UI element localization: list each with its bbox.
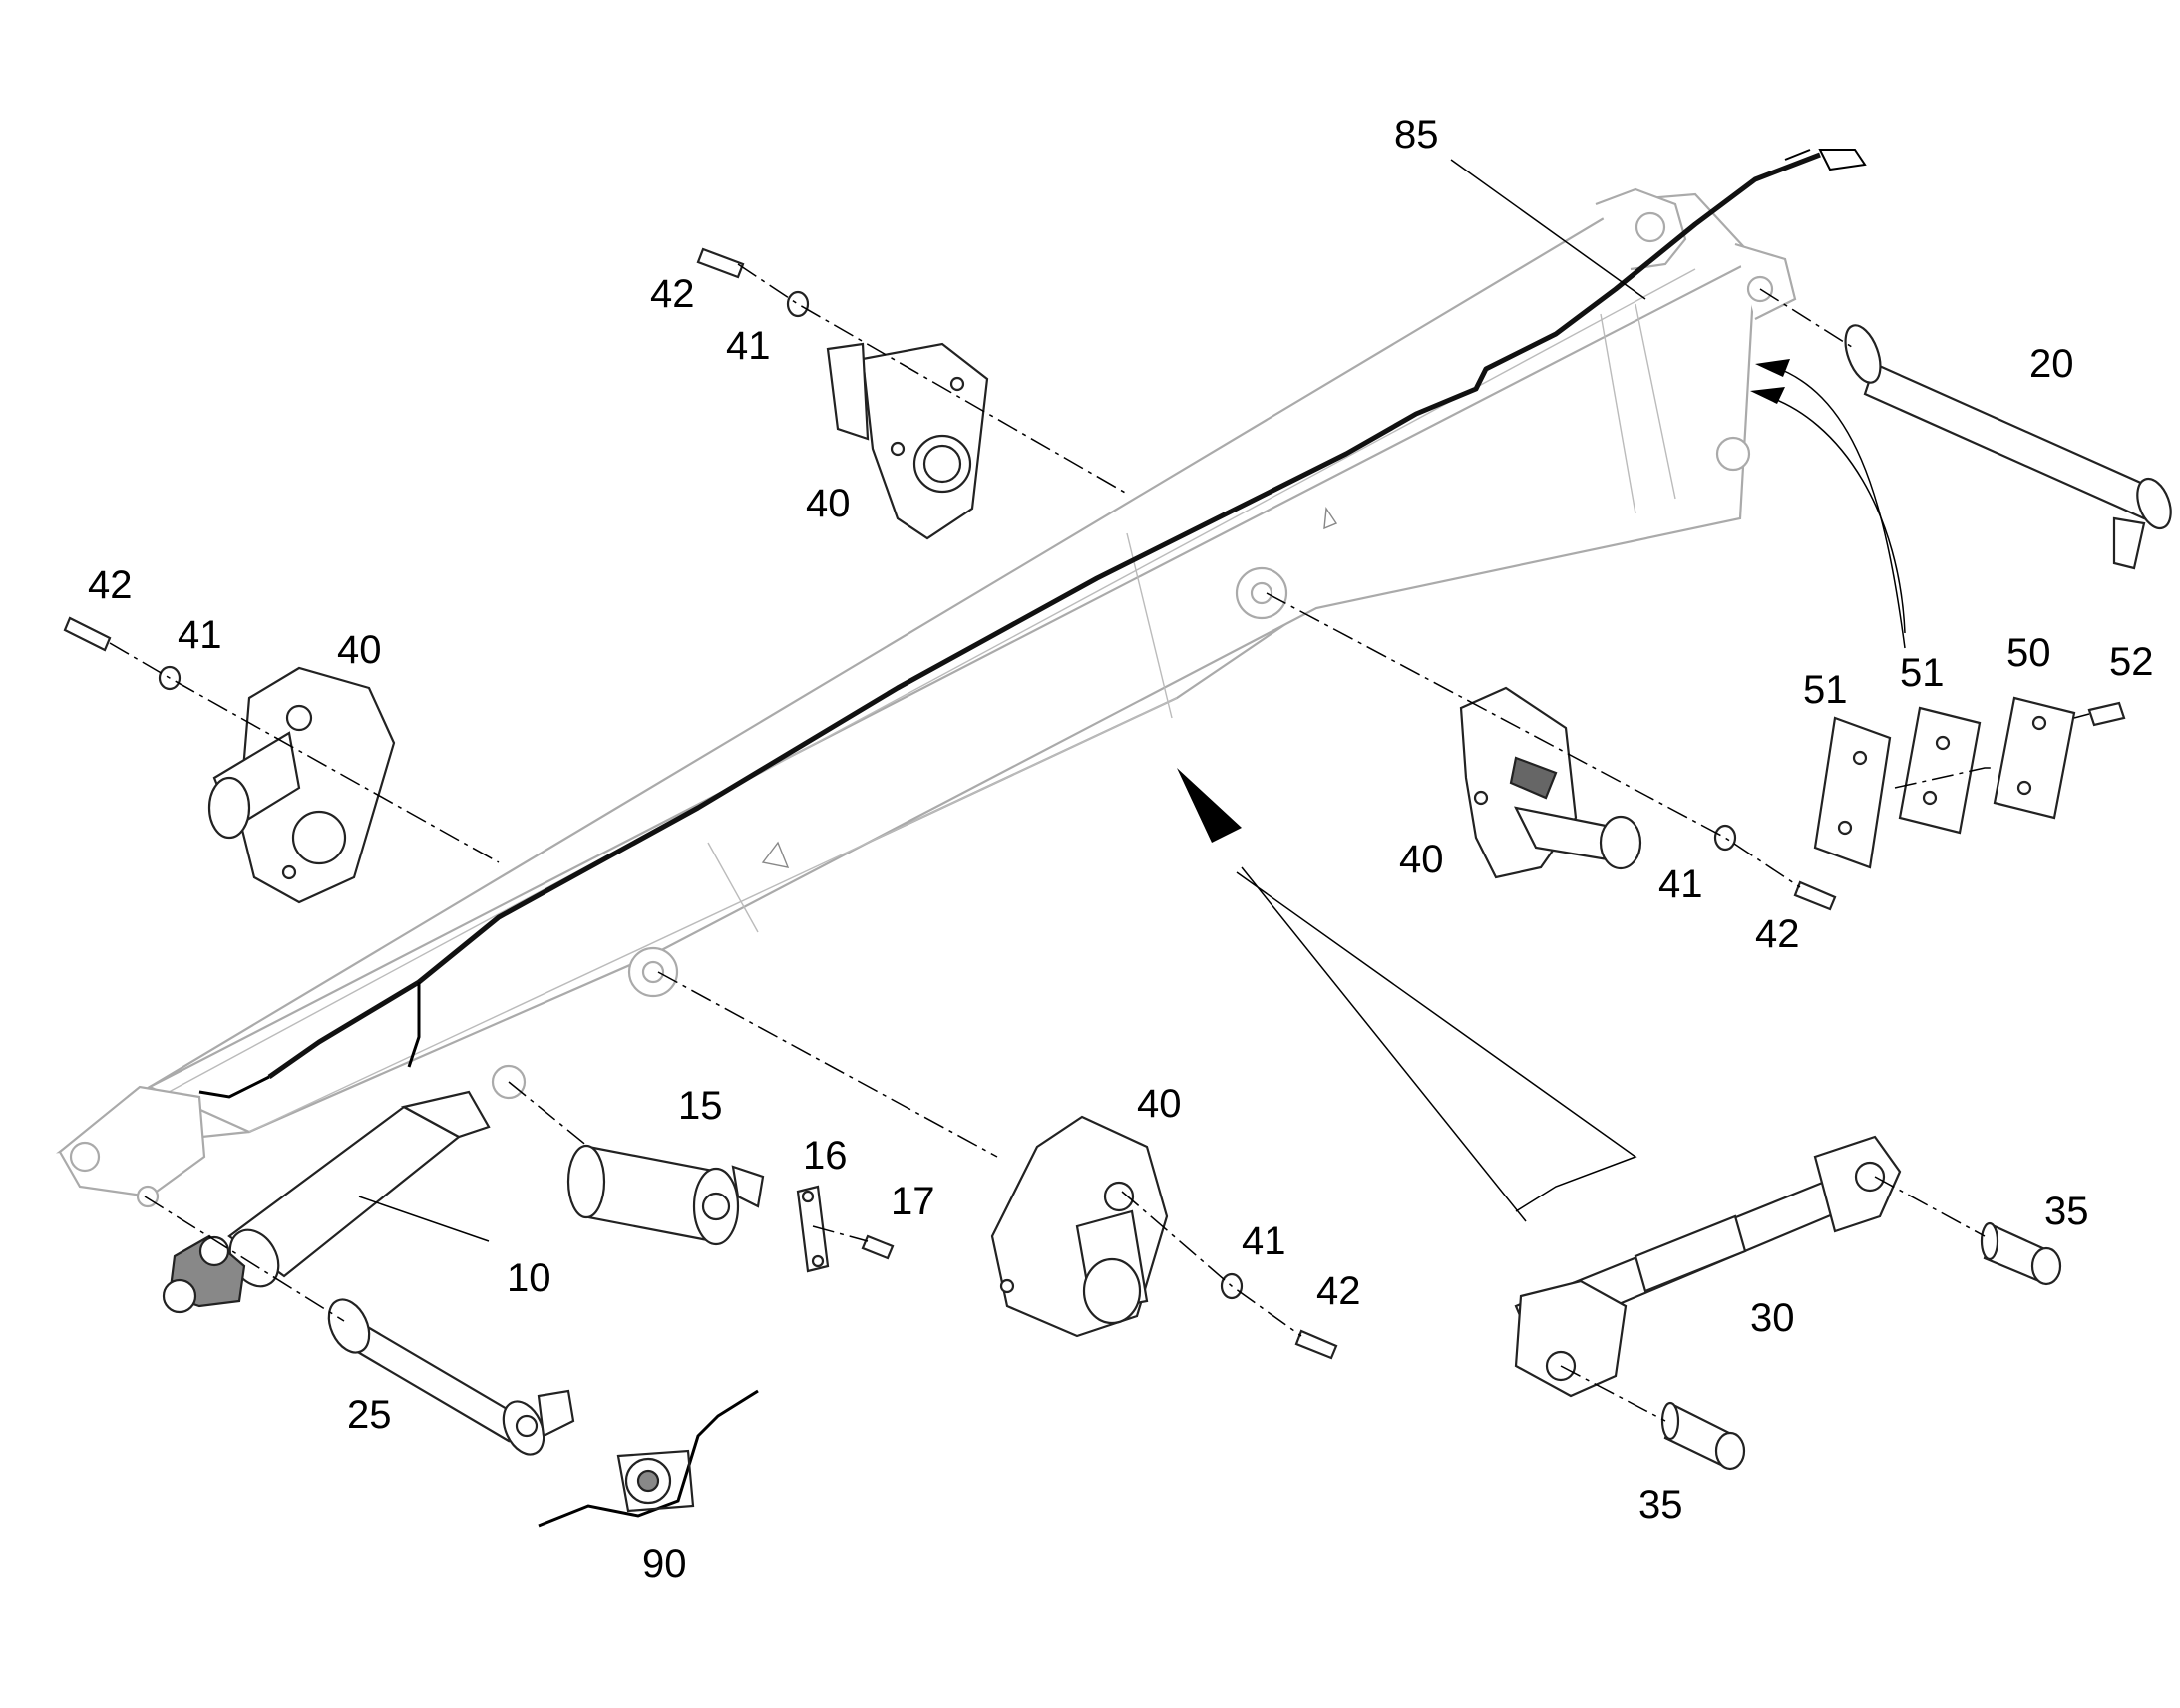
callout-15: 15: [678, 1084, 723, 1128]
washer-41-top: [786, 290, 810, 318]
callout-20: 20: [2029, 342, 2074, 386]
assembly-lines: [109, 263, 2090, 1422]
shim-51-a: [1813, 716, 1892, 869]
pin-25: [327, 1298, 575, 1456]
view-arrow: [1177, 768, 1637, 1222]
bolt-42-left: [63, 616, 112, 652]
callout-40: 40: [1399, 838, 1444, 881]
callout-51: 51: [1900, 651, 1945, 695]
bracket-40-left: [207, 666, 396, 904]
sensor-90: [538, 1389, 759, 1528]
bracket-40-bottom: [990, 1115, 1169, 1338]
screw-52: [2087, 701, 2126, 727]
callout-85: 85: [1394, 113, 1439, 157]
callout-40: 40: [1137, 1082, 1182, 1126]
wiring-harness: [198, 149, 1867, 1099]
bolt-42-bottom: [1294, 1329, 1338, 1360]
callout-42: 42: [1755, 912, 1800, 956]
pin-35-bottom: [1660, 1401, 1746, 1471]
bolt-17: [861, 1234, 895, 1260]
callout-42: 42: [1316, 1269, 1361, 1313]
callout-90: 90: [642, 1542, 687, 1586]
bracket-40-right: [1459, 686, 1642, 879]
callout-40: 40: [337, 628, 382, 672]
bolt-42-right: [1793, 880, 1837, 911]
callout-50: 50: [2006, 631, 2051, 675]
leader-lines: [358, 159, 1646, 1242]
callout-25: 25: [347, 1393, 392, 1437]
bolt-42-top: [696, 247, 745, 279]
pin-35-right: [1980, 1221, 2062, 1286]
shim-51-b: [1898, 706, 1982, 835]
callout-41: 41: [1242, 1219, 1286, 1263]
callouts: 85 20 42 41 40 42 41 40 51 51 50 52 40 4…: [88, 113, 2154, 1586]
callout-35: 35: [1638, 1483, 1683, 1527]
callout-41: 41: [726, 324, 771, 368]
pad-50: [1993, 696, 2076, 820]
bracket-40-top: [826, 342, 989, 540]
pin-20: [1844, 324, 2172, 570]
callout-40: 40: [806, 482, 851, 525]
curved-arrow: [1750, 359, 1906, 649]
callout-30: 30: [1750, 1296, 1795, 1340]
callout-17: 17: [891, 1180, 935, 1223]
washer-41-right: [1713, 824, 1737, 852]
callout-35: 35: [2044, 1190, 2089, 1233]
callout-41: 41: [178, 613, 222, 657]
sleeve-15: [566, 1144, 765, 1246]
callout-42: 42: [650, 272, 695, 316]
callout-51: 51: [1803, 668, 1848, 712]
callout-42: 42: [88, 563, 133, 607]
callout-52: 52: [2109, 640, 2154, 684]
callout-16: 16: [803, 1134, 848, 1178]
turnbuckle-30: [1514, 1135, 1902, 1398]
plate-16: [796, 1185, 830, 1273]
callout-41: 41: [1658, 862, 1703, 906]
callout-10: 10: [507, 1256, 551, 1300]
